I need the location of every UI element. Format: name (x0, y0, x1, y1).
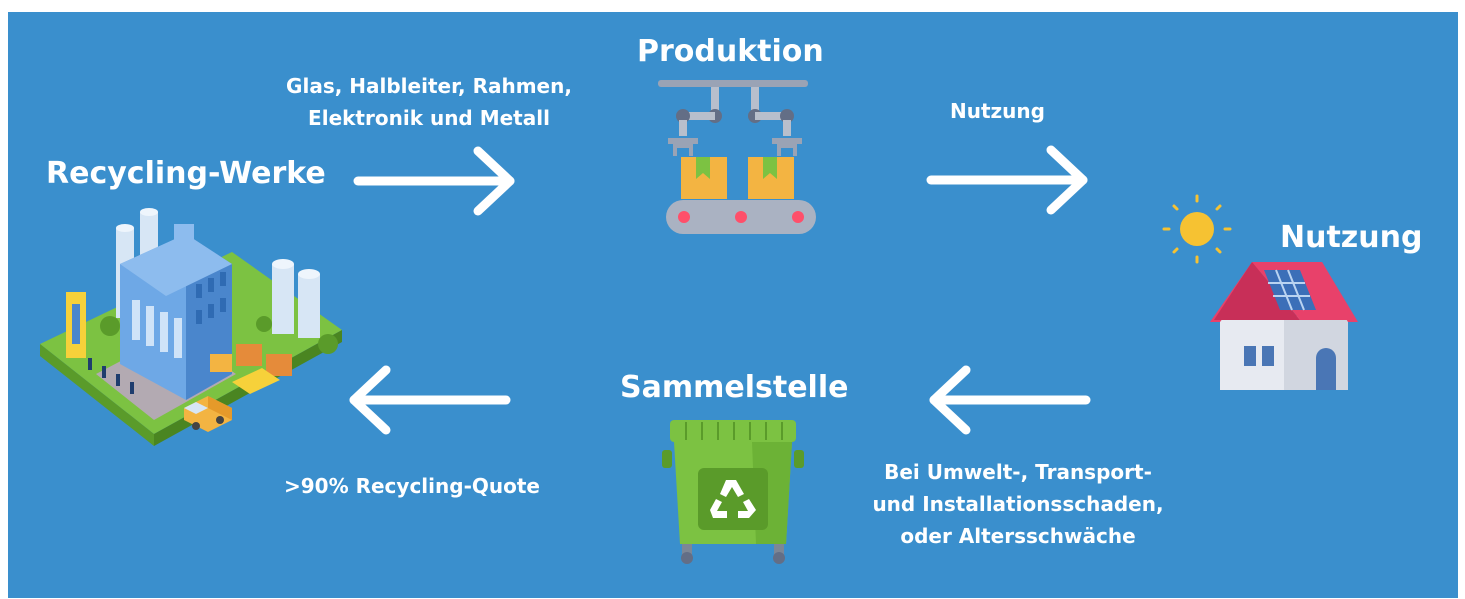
recycling-to-production-label: Glas, Halbleiter, Rahmen, Elektronik und… (264, 70, 594, 134)
usage-title: Nutzung (1280, 220, 1423, 255)
recycling-title: Recycling-Werke (46, 156, 326, 191)
sun-icon (1162, 194, 1232, 264)
usage-to-collection-label-line2: und Installationsschaden, (872, 492, 1164, 516)
collection-title: Sammelstelle (620, 370, 849, 405)
house-solar-panel-icon (1210, 262, 1358, 390)
recycling-container-icon (662, 420, 804, 564)
usage-to-collection-label-line1: Bei Umwelt-, Transport- (884, 460, 1152, 484)
usage-to-collection-label-line3: oder Altersschwäche (900, 524, 1136, 548)
production-title: Produktion (637, 34, 824, 69)
arrow-collection-to-recycling (349, 365, 511, 435)
cycle-diagram: Produktion Nutzung (8, 12, 1458, 598)
recycling-to-production-label-line1: Glas, Halbleiter, Rahmen, (286, 74, 572, 98)
recycling-factory-icon (40, 208, 342, 446)
usage-to-collection-label: Bei Umwelt-, Transport- und Installation… (858, 456, 1178, 552)
recycling-to-production-label-line2: Elektronik und Metall (308, 106, 550, 130)
production-to-usage-label: Nutzung (950, 99, 1045, 123)
arrow-usage-to-collection (929, 365, 1091, 435)
collection-to-recycling-label: >90% Recycling-Quote (284, 474, 540, 498)
arrow-production-to-usage (926, 145, 1088, 215)
conveyor-robot-arms-icon (658, 80, 816, 234)
arrow-recycling-to-production (353, 146, 515, 216)
